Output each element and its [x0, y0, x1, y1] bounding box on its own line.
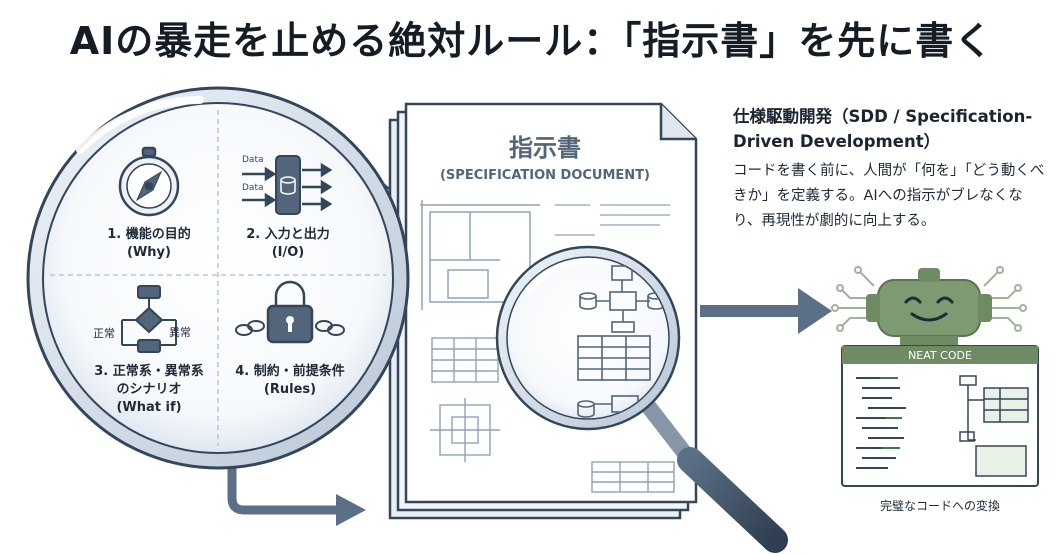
quadrant-2-sublabel: (I/O) — [272, 245, 305, 260]
quadrant-3-label: 3. 正常系・異常系 — [94, 363, 204, 379]
form-sketch — [591, 461, 675, 493]
code-panel-header: NEAT CODE — [908, 349, 972, 362]
document-subheading: (SPECIFICATION DOCUMENT) — [440, 168, 650, 183]
quadrant-3-sublabel: のシナリオ — [116, 382, 181, 397]
quadrant-4-label: 4. 制約・前提条件 — [235, 363, 345, 379]
branch-abnormal-label: 異常 — [169, 326, 191, 339]
code-panel-caption: 完璧なコードへの変換 — [880, 498, 1000, 513]
mechanical-sketch — [430, 398, 500, 462]
data-label-top: Data — [242, 155, 264, 165]
sdd-title: 仕様駆動開発（SDD / Specification-Driven Develo… — [733, 107, 1033, 151]
magnifier-large — [26, 86, 410, 470]
sdd-description: コードを書く前に、人間が「何を」「どう動くべきか」を定義する。AIへの指示がブレ… — [733, 163, 1045, 229]
quadrant-4-sublabel: (Rules) — [264, 382, 316, 397]
document-heading: 指示書 — [509, 134, 581, 162]
data-label-bottom: Data — [242, 183, 264, 193]
robot-icon — [831, 266, 1027, 350]
quadrant-2-label: 2. 入力と出力 — [246, 226, 330, 242]
code-panel: NEAT CODE — [841, 345, 1039, 487]
arrow-to-robot — [700, 288, 832, 334]
chained-lock-icon — [235, 280, 345, 344]
flowchart-icon — [121, 285, 177, 353]
table-sketch — [431, 337, 499, 383]
magnified-flowchart — [577, 265, 665, 418]
branch-normal-label: 正常 — [93, 327, 115, 340]
data-io-icon: Data Data — [242, 155, 333, 215]
page-title: AIの暴走を止める絶対ルール：「指示書」を先に書く — [69, 19, 994, 63]
quadrant-3-subtitle: (What if) — [116, 400, 181, 415]
quadrant-1-label: 1. 機能の目的 — [107, 226, 191, 242]
magnifier-small — [495, 245, 788, 553]
arrow-to-document — [227, 453, 366, 526]
quadrant-1-sublabel: (Why) — [127, 245, 171, 260]
document-text-lines — [555, 204, 670, 236]
compass-icon — [118, 146, 180, 217]
floorplan-sketch — [420, 200, 540, 310]
